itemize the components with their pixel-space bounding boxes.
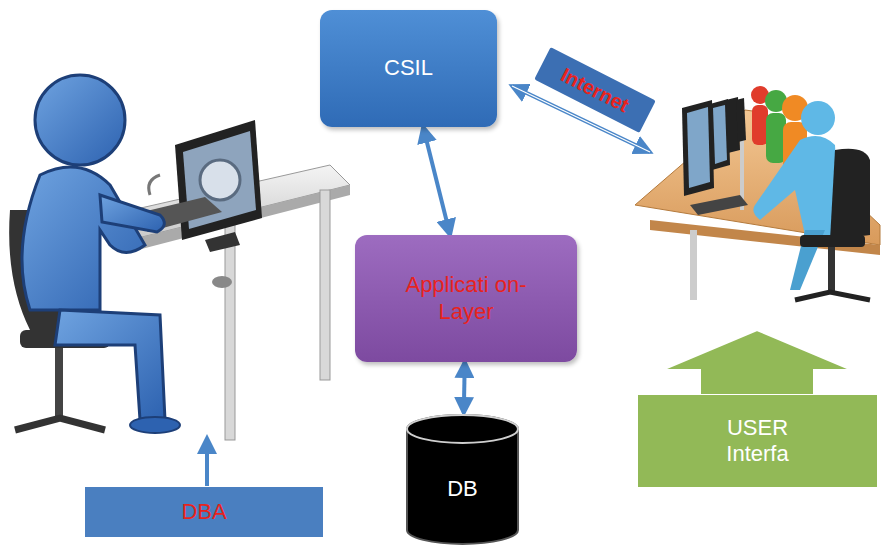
dba-illustration — [9, 75, 350, 486]
users-illustration — [635, 86, 880, 395]
node-text: DB — [447, 476, 478, 502]
node-text: Internet — [557, 63, 633, 118]
process-box: CSIL — [320, 10, 497, 127]
label-box: USER Interfa — [638, 395, 877, 487]
node-text: CSIL — [384, 55, 433, 81]
connector-arrow — [462, 362, 467, 413]
database-cylinder: DB — [405, 413, 520, 546]
node-text: DBA — [181, 499, 226, 525]
label-box: DBA — [85, 487, 323, 537]
user-figures — [751, 86, 840, 290]
node-text: Applicati on-Layer — [401, 272, 531, 325]
node-text: USER Interfa — [703, 415, 813, 468]
connector-arrow — [423, 127, 450, 235]
internet-label-box: Internet — [534, 47, 655, 133]
process-box: Applicati on-Layer — [355, 235, 577, 362]
